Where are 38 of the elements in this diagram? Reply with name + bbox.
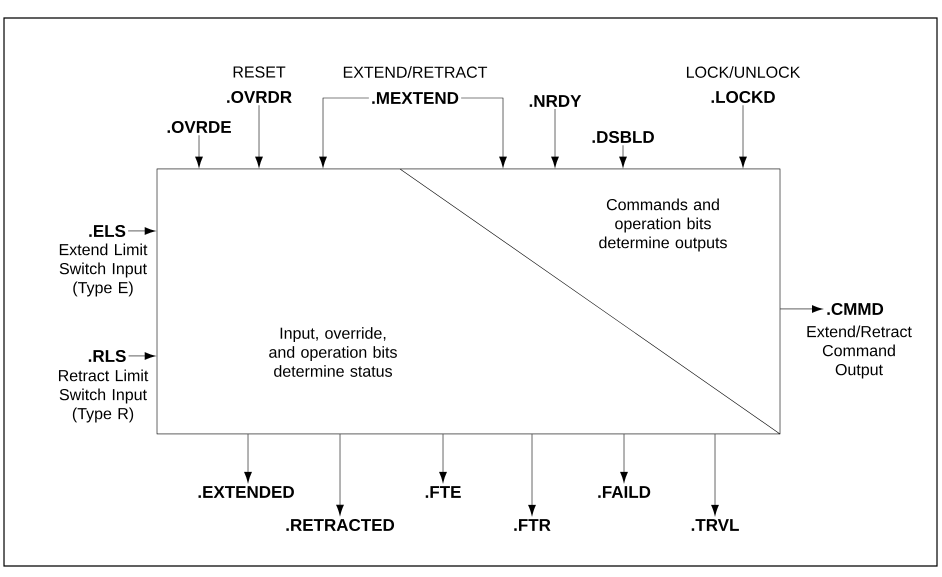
arrow [255, 104, 263, 168]
signal-description: Extend Limit Switch Input (Type E) [60, 244, 148, 296]
signal-description: Extend/Retract Command Output [807, 326, 912, 378]
arrow [195, 134, 203, 168]
signal-name: .FTE [426, 486, 461, 498]
arrow [319, 98, 370, 168]
arrow [739, 104, 747, 168]
signal-name: .NRDY [530, 95, 582, 107]
signal-name: .MEXTEND [372, 92, 458, 104]
arrow [128, 352, 156, 360]
arrow [439, 434, 447, 483]
signal-name: .TRVL [692, 519, 739, 531]
arrow [244, 434, 252, 483]
function-block: Input, override, and operation bits determine status Commands and operation bits determine outputs [156, 168, 780, 434]
arrow [460, 98, 507, 168]
arrow [780, 305, 823, 313]
arrow [528, 434, 536, 516]
signal-description: EXTEND/RETRACT [344, 66, 488, 78]
arrow [711, 434, 719, 516]
signal-description: LOCK/UNLOCK [686, 66, 800, 78]
signal-name: .OVRDR [227, 90, 292, 103]
signal-name: .LOCKD [712, 90, 775, 103]
signal-description: RESET [234, 66, 286, 78]
signal-name: .RLS [88, 350, 126, 362]
signal-name: .OVRDE [168, 120, 231, 133]
signal-name: .FAILD [598, 486, 650, 498]
signal-name: .EXTENDED [198, 486, 294, 498]
arrow [619, 144, 627, 168]
signal-name: .CMMD [827, 302, 884, 315]
signal-name: .FTR [514, 519, 551, 531]
arrow [128, 227, 156, 235]
arrow [620, 434, 628, 483]
signal-name: .ELS [89, 224, 126, 237]
arrow [551, 108, 559, 168]
arrow [336, 434, 344, 516]
signal-name: .DSBLD [592, 130, 654, 143]
signal-name: .RETRACTED [286, 518, 394, 531]
signal-description: Retract Limit Switch Input (Type R) [58, 370, 148, 422]
